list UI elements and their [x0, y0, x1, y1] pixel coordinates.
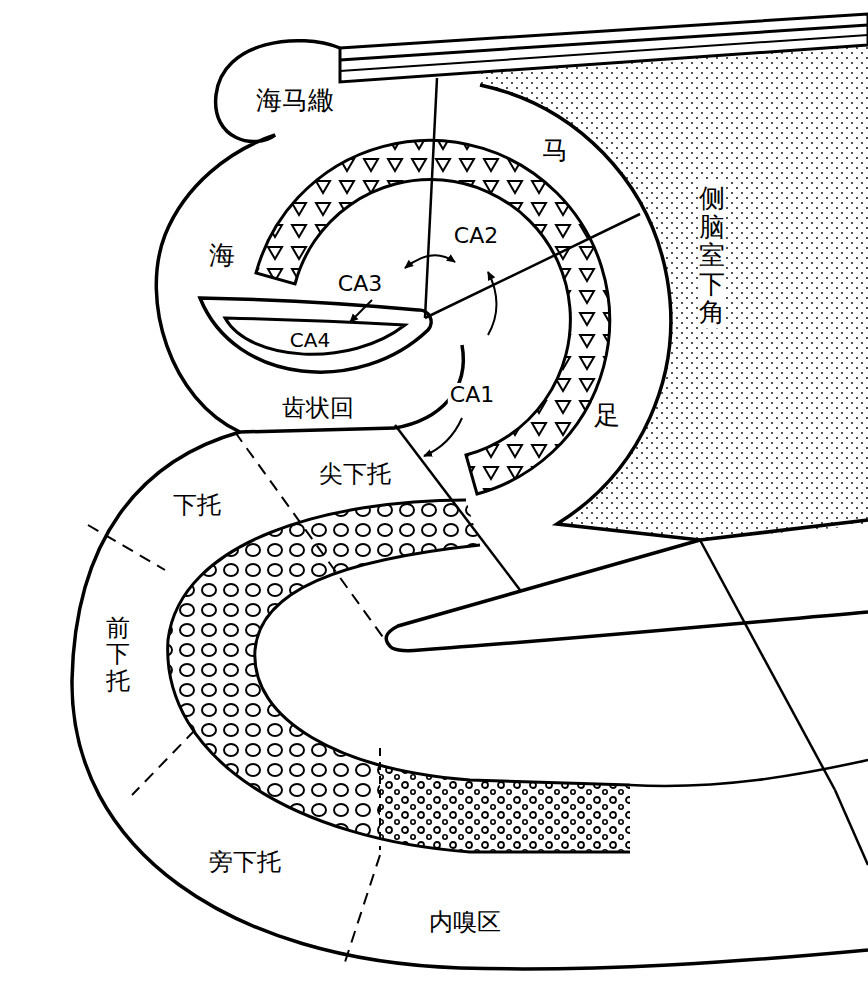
region-label: 海马繖 — [254, 86, 336, 115]
region-label: CA1 — [448, 383, 496, 407]
region-label: 海 — [207, 241, 237, 270]
region-label: 内嗅区 — [427, 909, 503, 935]
region-label: 旁下托 — [207, 849, 283, 875]
region-label: 足 — [592, 401, 622, 430]
region-label: 齿状回 — [280, 395, 356, 421]
region-label: 尖下托 — [317, 461, 393, 487]
region-label: 侧脑室下角 — [699, 182, 725, 329]
region-label: CA2 — [452, 224, 500, 248]
region-label: 前下托 — [106, 613, 130, 696]
region-label: 下托 — [171, 492, 223, 518]
region-label: 马 — [540, 136, 570, 165]
region-label: CA4 — [288, 329, 332, 351]
region-label: CA3 — [336, 272, 384, 296]
